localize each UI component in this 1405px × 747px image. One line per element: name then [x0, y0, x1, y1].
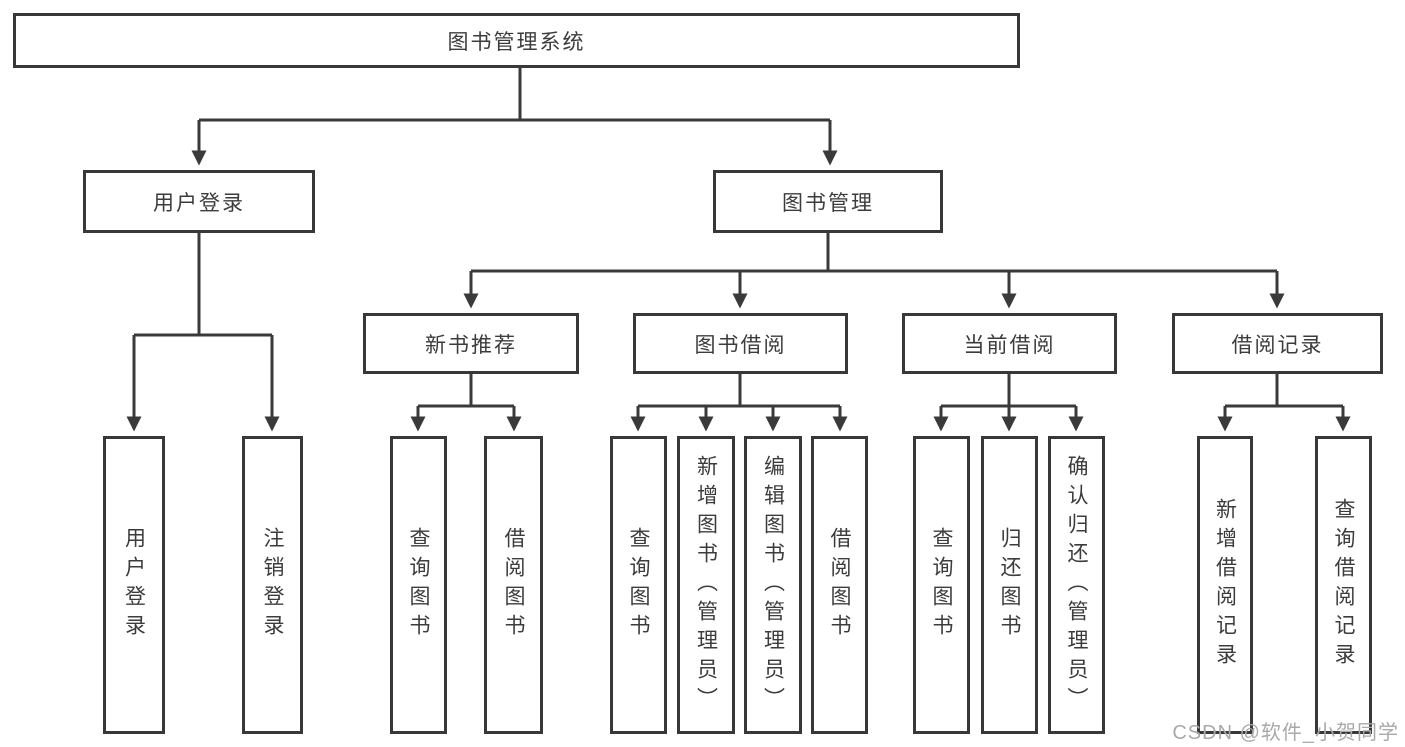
- node-label: 用户登录: [153, 191, 245, 215]
- leaf-label: 新增图书（管理员）: [694, 454, 718, 716]
- leaf-query-borrow-record: 查询借阅记录: [1315, 436, 1372, 734]
- leaf-label: 归还图书: [998, 527, 1021, 643]
- node-library-management-system: 图书管理系统: [13, 13, 1020, 68]
- leaf-label: 查询图书: [407, 527, 430, 643]
- leaf-query-books: 查询图书: [390, 436, 447, 734]
- node-book-borrowing: 图书借阅: [633, 313, 848, 374]
- leaf-borrow-books: 借阅图书: [484, 436, 543, 734]
- node-label: 图书管理: [782, 191, 874, 215]
- node-label: 新书推荐: [425, 333, 517, 357]
- leaf-edit-books-admin: 编辑图书（管理员）: [744, 436, 802, 734]
- leaf-label: 借阅图书: [502, 527, 525, 643]
- leaf-label: 确认归还（管理员）: [1065, 454, 1088, 716]
- leaf-add-borrow-record: 新增借阅记录: [1197, 436, 1253, 734]
- node-current-borrowing: 当前借阅: [902, 313, 1117, 374]
- leaf-label: 查询图书: [930, 527, 953, 643]
- node-borrowing-records: 借阅记录: [1172, 313, 1383, 374]
- leaf-return-books: 归还图书: [981, 436, 1038, 734]
- node-label: 图书管理系统: [447, 30, 586, 54]
- node-label: 当前借阅: [963, 333, 1056, 357]
- leaf-user-login: 用户登录: [103, 436, 165, 734]
- leaf-label: 编辑图书（管理员）: [761, 454, 785, 716]
- leaf-label: 查询图书: [627, 527, 650, 643]
- node-user-login: 用户登录: [83, 170, 315, 233]
- leaf-label: 注销登录: [261, 527, 284, 643]
- leaf-label: 用户登录: [122, 527, 146, 643]
- leaf-borrow-books-2: 借阅图书: [811, 436, 868, 734]
- leaf-label: 新增借阅记录: [1213, 498, 1237, 672]
- leaf-query-books-2: 查询图书: [610, 436, 667, 734]
- leaf-query-books-3: 查询图书: [913, 436, 970, 734]
- leaf-logout-login: 注销登录: [242, 436, 303, 734]
- leaf-add-books-admin: 新增图书（管理员）: [677, 436, 735, 734]
- leaf-label: 借阅图书: [828, 527, 851, 643]
- node-label: 借阅记录: [1231, 333, 1324, 357]
- node-book-management: 图书管理: [713, 170, 943, 233]
- leaf-confirm-return-admin: 确认归还（管理员）: [1048, 436, 1105, 734]
- node-new-book-recommendation: 新书推荐: [363, 313, 579, 374]
- node-label: 图书借阅: [694, 333, 787, 357]
- leaf-label: 查询借阅记录: [1332, 498, 1355, 672]
